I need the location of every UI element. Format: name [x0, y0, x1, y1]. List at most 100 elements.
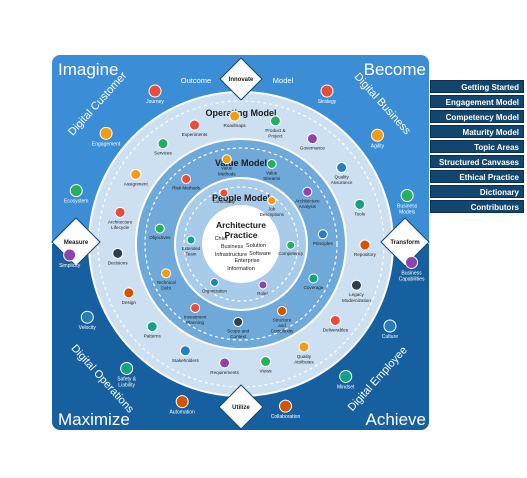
outer-item-mindset[interactable]: Mindset — [337, 369, 355, 390]
cubes-icon — [400, 188, 414, 202]
value-label: Context — [230, 334, 247, 339]
value-item-principles[interactable]: Principles — [313, 229, 334, 246]
nav-structured-canvases[interactable]: Structured Canvases — [430, 155, 524, 168]
outer-label: Strategy — [318, 99, 337, 105]
operating-item-repository[interactable]: Repository — [354, 239, 377, 257]
people-icon — [179, 345, 191, 357]
operating-item-decisions[interactable]: Decisions — [108, 247, 129, 265]
corner-become: Become — [364, 60, 426, 79]
operating-item-requirements[interactable]: Requirements — [210, 357, 240, 375]
operating-item-design[interactable]: Design — [122, 287, 137, 305]
people-label: Extended — [182, 246, 201, 251]
people-item-community[interactable]: Community — [213, 188, 236, 204]
value-item-coverage[interactable]: Coverage — [303, 273, 324, 290]
people-label: Competency — [278, 251, 303, 256]
network-icon — [123, 287, 135, 299]
outer-label: Mindset — [337, 384, 355, 390]
operating-label: Roadmaps — [224, 123, 247, 128]
people-label: Descriptions — [260, 212, 285, 217]
svg-text:Transform: Transform — [390, 240, 419, 246]
outer-item-culture[interactable]: Culture — [382, 319, 398, 340]
people-item-roles[interactable]: Roles — [257, 280, 269, 296]
outer-item-safety-and-liability[interactable]: Safety &Liability — [117, 361, 137, 388]
outer-label: Business — [401, 270, 422, 276]
operating-item-stakeholders[interactable]: Stakeholders — [172, 345, 200, 363]
nav-dictionary[interactable]: Dictionary — [430, 185, 524, 198]
diamond-transform[interactable]: Transform — [380, 217, 430, 267]
operating-label: Design — [122, 300, 137, 305]
value-item-objectives[interactable]: Objectives — [149, 223, 171, 240]
outer-item-journey[interactable]: Journey — [146, 84, 164, 105]
center-word-software: Software — [249, 251, 271, 257]
operating-item-experiments[interactable]: Experiments — [182, 119, 208, 137]
value-item-risk-methods[interactable]: Risk Methods — [172, 174, 201, 191]
operating-label: Product & — [265, 128, 285, 133]
outer-item-strategy[interactable]: Strategy — [318, 84, 337, 105]
star-icon — [186, 235, 196, 245]
diamond-utilize[interactable]: Utilize — [218, 384, 264, 430]
outer-item-velocity[interactable]: Velocity — [79, 310, 97, 331]
operating-item-tools[interactable]: Tools — [354, 198, 366, 216]
chat-icon — [99, 126, 113, 140]
checklist-icon — [219, 357, 231, 369]
operating-item-deliverables[interactable]: Deliverables — [323, 314, 349, 332]
center-word-enterprise: Enterprise — [234, 258, 259, 264]
outer-item-automation[interactable]: Automation — [170, 395, 196, 416]
operating-label: Services — [154, 151, 172, 156]
nav-topic-areas[interactable]: Topic Areas — [430, 140, 524, 153]
outer-item-collaboration[interactable]: Collaboration — [271, 399, 301, 420]
outer-item-agility[interactable]: Agility — [371, 128, 385, 149]
people-model-title: People Model — [212, 193, 270, 203]
people-item-organization[interactable]: Organization — [202, 277, 228, 293]
people-label: Roles — [257, 291, 269, 296]
outer-item-simplicity[interactable]: Simplicity — [59, 248, 81, 269]
operating-item-roadmaps[interactable]: Roadmaps — [224, 110, 247, 128]
nav-engagement-model[interactable]: Engagement Model — [430, 95, 524, 108]
wrench-icon — [354, 198, 366, 210]
operating-item-patterns[interactable]: Patterns — [144, 321, 162, 339]
coins-icon — [266, 158, 277, 169]
operating-item-views[interactable]: Views — [260, 356, 273, 374]
gears-icon — [277, 306, 287, 317]
operating-item-services[interactable]: Services — [154, 138, 172, 156]
diamond-innovate[interactable]: Innovate — [219, 57, 263, 101]
nav-ethical-practice[interactable]: Ethical Practice — [430, 170, 524, 183]
nav-contributors[interactable]: Contributors — [430, 200, 524, 213]
value-label: Structure — [273, 318, 292, 323]
people-label: Community — [213, 199, 236, 204]
operating-item-governance[interactable]: Governance — [300, 133, 325, 151]
center-title-line1: Architecture — [216, 220, 266, 230]
people-item-competency[interactable]: Competency — [278, 240, 304, 256]
operating-label: Modernization — [342, 298, 371, 303]
nav-competency-model[interactable]: Competency Model — [430, 110, 524, 123]
map-pin-icon — [148, 84, 162, 98]
value-label: Value — [221, 166, 233, 171]
operating-label: Experiments — [182, 132, 208, 137]
org-chart-icon — [258, 280, 268, 290]
nav-getting-started[interactable]: Getting Started — [430, 80, 524, 93]
puzzle-icon — [210, 277, 220, 287]
operating-item-assignment[interactable]: Assignment — [124, 168, 149, 186]
operating-label: Legacy — [349, 292, 365, 297]
nav-maturity-model[interactable]: Maturity Model — [430, 125, 524, 138]
top-label-model: Model — [273, 76, 294, 85]
outer-item-engagement[interactable]: Engagement — [92, 126, 121, 147]
value-label: Streams — [263, 176, 281, 181]
outer-item-ecosystem[interactable]: Ecosystem — [64, 184, 88, 205]
operating-item-product-and-project[interactable]: Product &Project — [265, 115, 285, 139]
